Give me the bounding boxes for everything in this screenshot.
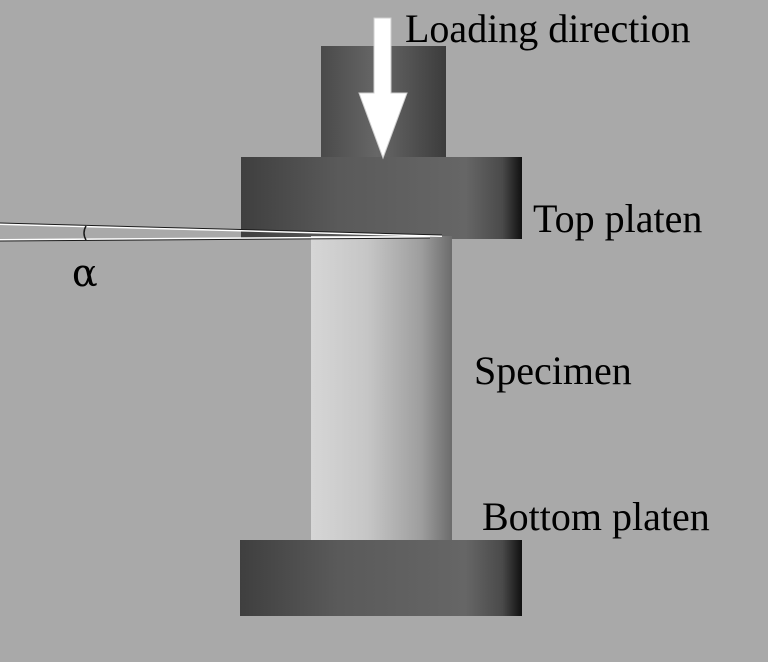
tilt-angle-label: α [72,251,98,295]
specimen-cylinder [311,236,452,542]
specimen-label: Specimen [474,348,632,393]
top-platen-label: Top platen [533,196,702,241]
bottom-platen [240,540,522,616]
top-platen [241,157,522,239]
loading-direction-label: Loading direction [405,6,690,51]
tilt-angle-lines [0,222,443,242]
bottom-platen-label: Bottom platen [482,494,710,539]
loading-direction-arrow-icon [358,17,408,160]
